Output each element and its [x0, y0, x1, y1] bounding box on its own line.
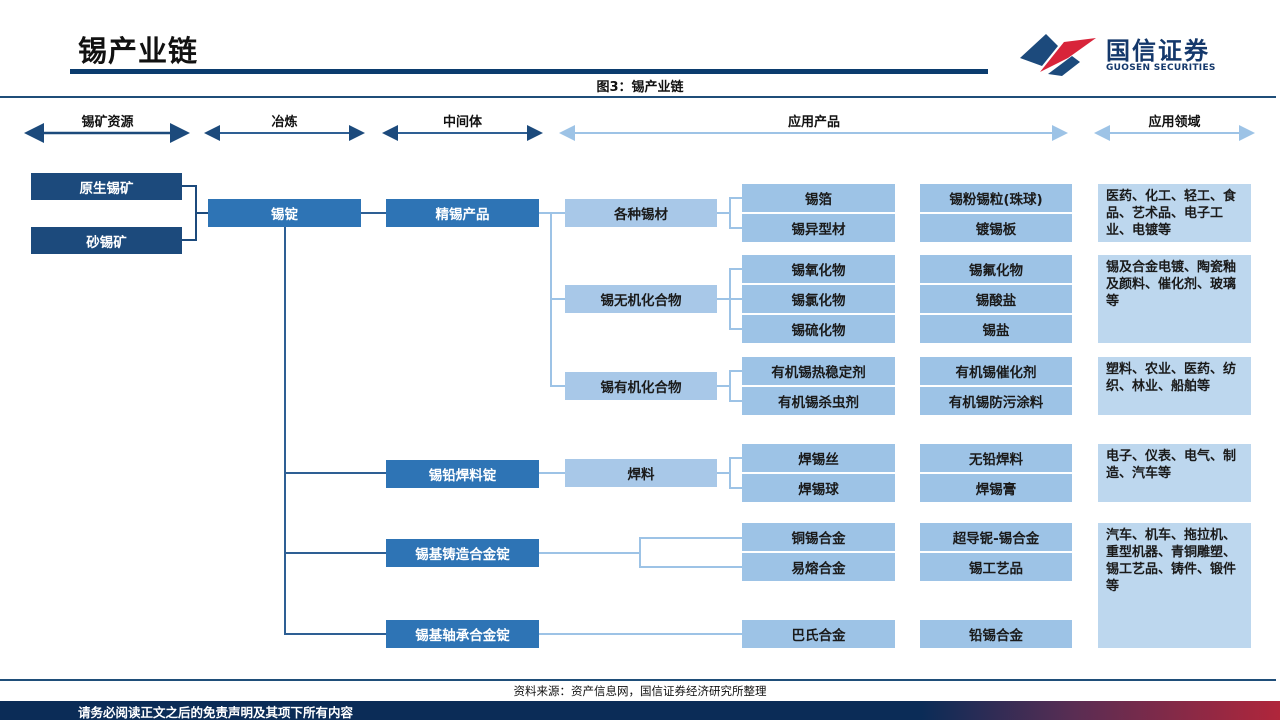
- product-cell: 锡氧化物: [742, 255, 895, 283]
- field-cell: 汽车、机车、拖拉机、重型机器、青铜雕塑、锡工艺品、铸件、锻件等: [1098, 523, 1251, 648]
- source-note: 资料来源：资产信息网，国信证券经济研究所整理: [513, 684, 767, 698]
- logo-subtext: GUOSEN SECURITIES: [1106, 63, 1216, 73]
- product-cell: 锡盐: [920, 315, 1072, 343]
- product-cell: 锡粉锡粒(珠球): [920, 184, 1072, 212]
- bottom-rule: [0, 679, 1276, 681]
- product-cell: 有机锡杀虫剂: [742, 387, 895, 415]
- product-cell: 锡异型材: [742, 214, 895, 242]
- group-organic-compounds: 锡有机化合物: [565, 372, 717, 400]
- field-cell: 医药、化工、轻工、食品、艺术品、电子工业、电镀等: [1098, 184, 1251, 242]
- group-tin-materials: 各种锡材: [565, 199, 717, 227]
- smelting-tin-ingot: 锡锭: [208, 199, 361, 227]
- intermediate-bearing-alloy: 锡基轴承合金锭: [386, 620, 539, 648]
- product-cell: 铅锡合金: [920, 620, 1072, 648]
- product-cell: 有机锡热稳定剂: [742, 357, 895, 385]
- product-cell: 巴氏合金: [742, 620, 895, 648]
- product-cell: 锡氯化物: [742, 285, 895, 313]
- product-cell: 易熔合金: [742, 553, 895, 581]
- figure-caption: 图3：锡产业链: [596, 80, 684, 95]
- product-cell: 铜锡合金: [742, 523, 895, 551]
- source-placer-ore: 砂锡矿: [31, 227, 182, 254]
- product-cell: 锡工艺品: [920, 553, 1072, 581]
- field-cell: 电子、仪表、电气、制造、汽车等: [1098, 444, 1251, 502]
- title-rule: [70, 69, 988, 74]
- product-cell: 锡酸盐: [920, 285, 1072, 313]
- intermediate-solder-ingot: 锡铅焊料锭: [386, 460, 539, 488]
- logo-text: 国信证券: [1106, 37, 1210, 65]
- product-cell: 锡箔: [742, 184, 895, 212]
- product-cell: 锡氟化物: [920, 255, 1072, 283]
- field-cell: 塑料、农业、医药、纺织、林业、船舶等: [1098, 357, 1251, 415]
- product-cell: 有机锡催化剂: [920, 357, 1072, 385]
- product-cell: 焊锡丝: [742, 444, 895, 472]
- product-cell: 锡硫化物: [742, 315, 895, 343]
- intermediate-casting-alloy: 锡基铸造合金锭: [386, 539, 539, 567]
- top-rule: [0, 96, 1276, 98]
- group-solder: 焊料: [565, 459, 717, 487]
- product-cell: 焊锡球: [742, 474, 895, 502]
- guosen-logo-icon: [1020, 34, 1096, 76]
- intermediate-refined-tin: 精锡产品: [386, 199, 539, 227]
- product-cell: 有机锡防污涂料: [920, 387, 1072, 415]
- footer-bar: [0, 701, 1280, 720]
- product-cell: 焊锡膏: [920, 474, 1072, 502]
- field-cell: 锡及合金电镀、陶瓷釉及颜料、催化剂、玻璃等: [1098, 255, 1251, 343]
- product-cell: 镀锡板: [920, 214, 1072, 242]
- footer-disclaimer: 请务必阅读正文之后的免责声明及其项下所有内容: [78, 705, 354, 720]
- page-title: 锡产业链: [78, 34, 199, 68]
- source-primary-ore: 原生锡矿: [31, 173, 182, 200]
- group-inorganic-compounds: 锡无机化合物: [565, 285, 717, 313]
- product-cell: 无铅焊料: [920, 444, 1072, 472]
- product-cell: 超导铌-锡合金: [920, 523, 1072, 551]
